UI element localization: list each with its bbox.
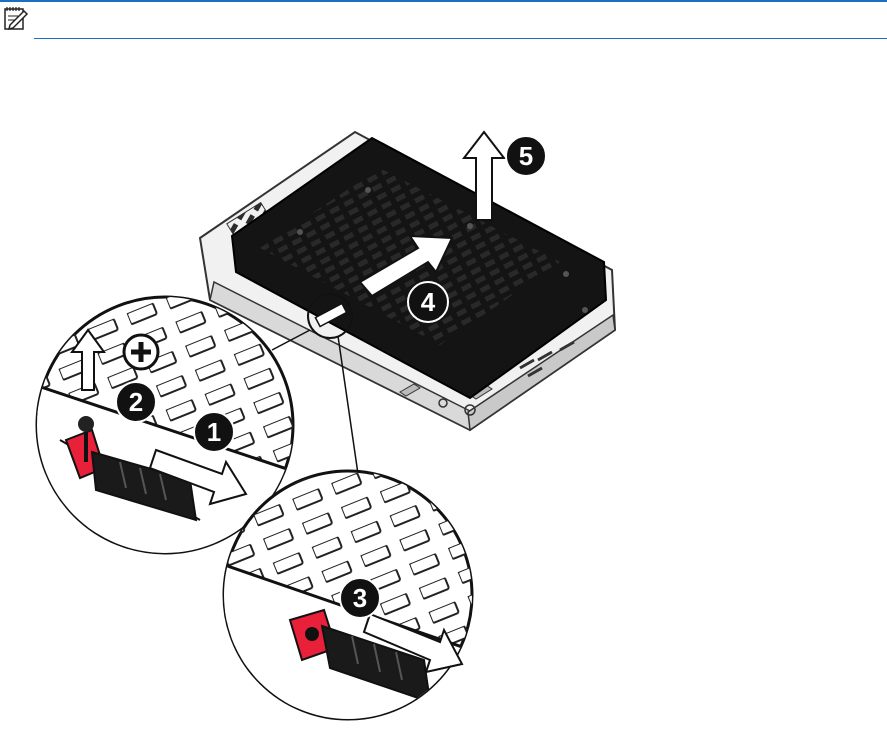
step-2-number: 2: [129, 387, 143, 417]
lift-cover-arrow: 5: [464, 132, 546, 220]
step-3-number: 3: [353, 583, 367, 613]
screwdriver-icon: [124, 335, 158, 369]
step-5-number: 5: [519, 141, 533, 171]
step-1-number: 1: [207, 417, 221, 447]
step-4-number: 4: [421, 287, 436, 317]
